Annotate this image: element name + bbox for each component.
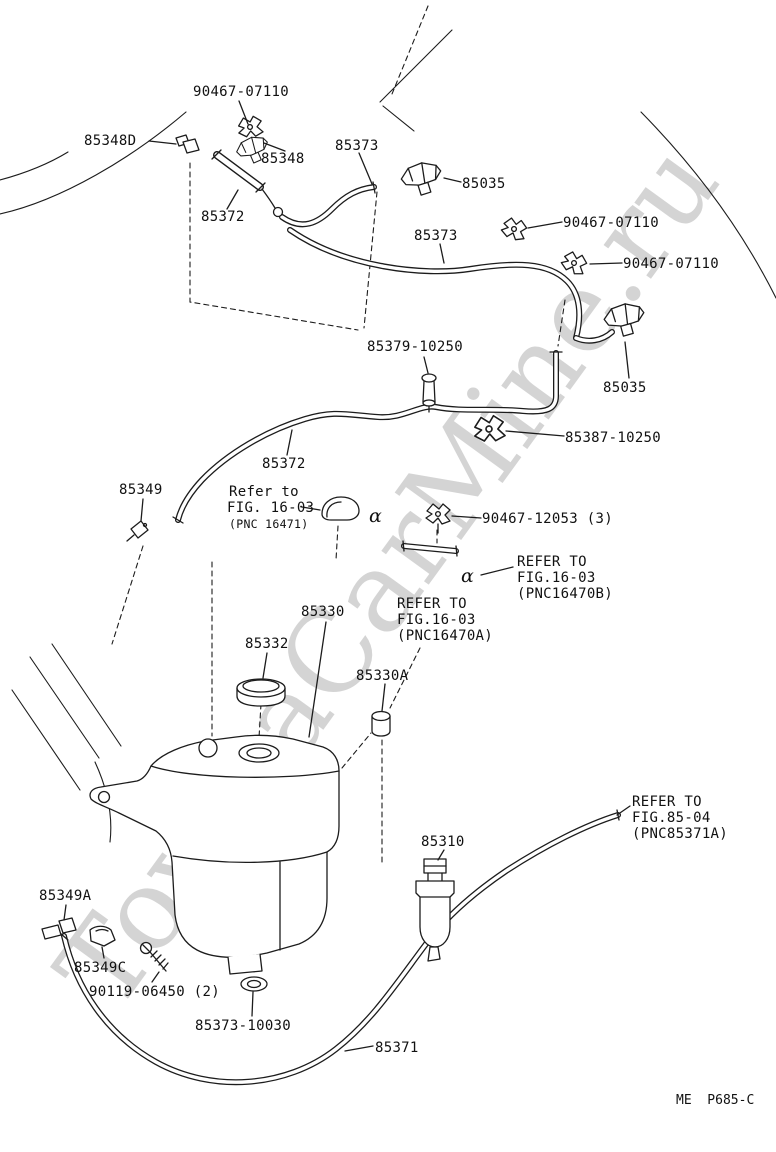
grommet-16471 <box>321 496 360 521</box>
part-label-85371: 85371 <box>375 1040 419 1056</box>
part-label-90467-07110-b: 90467-07110 <box>563 215 660 231</box>
hose-connector <box>261 188 284 218</box>
hose-85372-front <box>211 149 266 193</box>
refer-note-85371A-line-3: (PNC85371A) <box>632 826 729 842</box>
part-label-85373-a: 85373 <box>335 138 379 154</box>
tank-cap-85332 <box>236 678 286 707</box>
part-label-85373-b: 85373 <box>414 228 458 244</box>
refer-note-16470A-line-1: REFER TO <box>397 596 467 612</box>
grommet-85330A <box>371 710 391 737</box>
part-label-85330A: 85330A <box>356 668 409 684</box>
part-label-85330: 85330 <box>301 604 345 620</box>
hose-85373-short <box>279 181 377 228</box>
refer-note-16470A-line-2: FIG.16-03 <box>397 612 476 628</box>
construction-dashed-lines <box>111 5 566 973</box>
screw-90119-06450 <box>139 941 169 972</box>
washer-pump-85310 <box>415 858 455 962</box>
refer-note-16471-line-2: FIG. 16-03 <box>227 500 315 516</box>
part-label-85035-a: 85035 <box>462 176 506 192</box>
refer-note-85371A-line-1: REFER TO <box>632 794 702 810</box>
part-label-85373-10030: 85373-10030 <box>195 1018 292 1034</box>
joint-85349A <box>41 917 77 940</box>
part-label-85372-b: 85372 <box>262 456 306 472</box>
refer-note-85371A-line-2: FIG.85-04 <box>632 810 711 826</box>
part-label-90467-12053: 90467-12053 (3) <box>482 511 613 527</box>
refer-note-16470B-line-1: REFER TO <box>517 554 587 570</box>
refer-note-16470B-line-3: (PNC16470B) <box>517 586 614 602</box>
joint-85349C <box>89 925 116 947</box>
part-label-85349A: 85349A <box>39 888 92 904</box>
grommet-85373-10030 <box>240 976 268 992</box>
part-label-85348D: 85348D <box>84 133 137 149</box>
grommet-90467-07110-c <box>558 248 590 278</box>
hose-85372-long <box>172 350 563 524</box>
part-label-90467-07110-a: 90467-07110 <box>193 84 290 100</box>
joint-85379-10250 <box>421 373 437 413</box>
alpha-symbol-1: α <box>369 505 382 527</box>
refer-note-16470B-line-2: FIG.16-03 <box>517 570 596 586</box>
refer-note-16470A-line-3: (PNC16470A) <box>397 628 494 644</box>
clip-90467-12053 <box>425 503 451 525</box>
joint-85349 <box>126 520 149 542</box>
part-label-90119-06450: 90119-06450 (2) <box>89 984 220 1000</box>
drawing-code: ME P685-C <box>676 1093 755 1108</box>
part-label-85310: 85310 <box>421 834 465 850</box>
part-label-85349C: 85349C <box>74 960 127 976</box>
refer-note-16471-line-3: (PNC 16471) <box>229 517 309 531</box>
washer-tank-85330 <box>89 734 340 975</box>
grommet-90467-07110-a <box>235 114 265 140</box>
washer-nozzle-85035-a <box>399 160 444 198</box>
leader-lines <box>63 100 631 1052</box>
clamp-85387-10250 <box>471 413 507 445</box>
part-label-85379-10250: 85379-10250 <box>367 339 464 355</box>
part-label-85349: 85349 <box>119 482 163 498</box>
grommet-90467-07110-b <box>499 215 529 243</box>
part-label-85387-10250: 85387-10250 <box>565 430 662 446</box>
part-label-85035-b: 85035 <box>603 380 647 396</box>
refer-note-16471-line-1: Refer to <box>229 484 299 500</box>
hose-joint-piece <box>401 540 459 557</box>
clip-85348D <box>175 134 200 154</box>
part-label-85348: 85348 <box>261 151 305 167</box>
alpha-symbol-2: α <box>461 565 474 587</box>
part-label-85372-a: 85372 <box>201 209 245 225</box>
part-label-85332: 85332 <box>245 636 289 652</box>
hose-85373-long <box>287 227 615 344</box>
part-label-90467-07110-c: 90467-07110 <box>623 256 720 272</box>
